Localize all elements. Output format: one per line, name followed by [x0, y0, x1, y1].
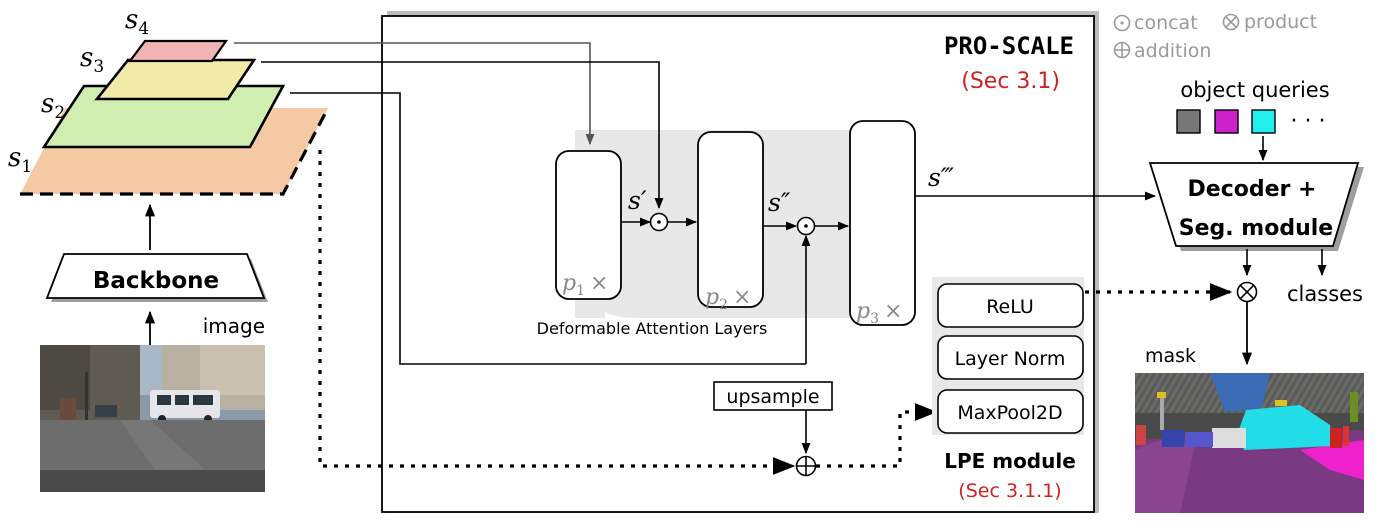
image-label: image — [203, 314, 265, 338]
decoder-line-1: Decoder + — [1188, 177, 1317, 202]
relu-box — [937, 283, 1084, 328]
legend-addition-label: addition — [1134, 40, 1211, 62]
mask-label: mask — [1145, 345, 1196, 367]
scale-s2-label: s2 — [41, 89, 65, 123]
segmentation-mask — [1135, 373, 1364, 513]
legend-product-label: product — [1244, 11, 1317, 33]
upsample-label: upsample — [726, 386, 819, 408]
object-queries-label: object queries — [1180, 78, 1329, 102]
attention-block-3 — [849, 120, 916, 326]
decoder-line-2: Seg. module — [1179, 216, 1333, 241]
upsample-box — [713, 381, 833, 411]
decoder-block — [1148, 162, 1364, 251]
lpe-title: LPE module — [944, 449, 1076, 473]
layer-norm-box — [937, 335, 1084, 380]
s-triple-prime-label: s‴ — [928, 163, 954, 192]
legend: concat product addition — [1113, 11, 1317, 62]
attention-block-2 — [697, 131, 764, 308]
classes-label: classes — [1287, 282, 1363, 306]
s-prime-label: s′ — [628, 186, 647, 215]
feature-pyramid — [20, 39, 330, 196]
concat-symbol-icon — [1113, 14, 1131, 32]
scale-s3-plane — [94, 58, 257, 101]
scale-s3-label: s3 — [80, 43, 104, 77]
maxpool-label: MaxPool2D — [957, 402, 1062, 424]
scale-s1-label: s1 — [8, 143, 32, 177]
lpe-ref: (Sec 3.1.1) — [958, 480, 1061, 502]
addition-symbol-icon — [1113, 41, 1131, 59]
maxpool-box — [937, 389, 1084, 434]
scale-s4-label: s4 — [125, 5, 149, 39]
relu-label: ReLU — [986, 296, 1034, 318]
product-node — [1236, 281, 1258, 303]
backbone-label: Backbone — [93, 268, 219, 294]
p3-label: p3× — [856, 299, 902, 327]
deformable-attention-label: Deformable Attention Layers — [537, 319, 768, 338]
addition-node — [795, 455, 817, 477]
concat-node-2 — [796, 216, 816, 236]
scale-s4-plane — [127, 39, 229, 63]
object-queries-ellipsis: · · · — [1291, 109, 1326, 134]
s-double-prime-label: s″ — [768, 188, 791, 217]
p2-label: p2× — [705, 285, 751, 313]
object-query-2 — [1214, 109, 1239, 134]
object-query-1 — [1176, 109, 1201, 134]
backbone-block — [45, 253, 268, 302]
legend-concat-label: concat — [1134, 12, 1198, 34]
concat-node-1 — [649, 212, 669, 232]
pro-scale-title: PRO-SCALE — [944, 32, 1074, 60]
product-symbol-icon — [1222, 13, 1240, 31]
object-query-3 — [1251, 109, 1276, 134]
input-image — [40, 345, 265, 492]
attention-block-1 — [555, 150, 622, 300]
p1-label: p1× — [562, 271, 608, 299]
layer-norm-label: Layer Norm — [955, 348, 1066, 370]
pro-scale-ref: (Sec 3.1) — [961, 69, 1060, 94]
